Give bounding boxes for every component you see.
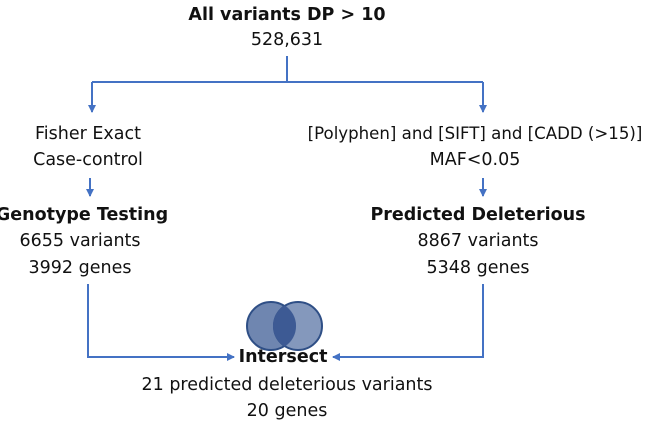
- right-method-line2: MAF<0.05: [429, 150, 521, 170]
- venn-overlap: [272, 305, 297, 347]
- right-method-line1: [Polyphen] and [SIFT] and [CADD (>15)]: [307, 124, 643, 143]
- right-genes-count: 5348 genes: [426, 258, 530, 278]
- arrow-right-to-intersect: [332, 284, 484, 361]
- root-count: 528,631: [250, 30, 324, 50]
- right-result-title: Predicted Deleterious: [370, 205, 586, 225]
- intersect-variants-count: 21 predicted deleterious variants: [141, 375, 433, 395]
- left-result-title: Genotype Testing: [0, 205, 169, 225]
- left-genes-count: 3992 genes: [28, 258, 132, 278]
- intersect-title: Intersect: [238, 347, 328, 367]
- left-variants-count: 6655 variants: [19, 231, 141, 251]
- left-method-line1: Fisher Exact: [34, 124, 142, 144]
- venn-diagram-icon: [246, 301, 323, 351]
- root-title: All variants DP > 10: [188, 5, 386, 25]
- arrow-left-to-intersect: [87, 284, 235, 361]
- intersect-genes-count: 20 genes: [246, 401, 328, 421]
- left-method-line2: Case-control: [33, 150, 143, 170]
- right-variants-count: 8867 variants: [417, 231, 539, 251]
